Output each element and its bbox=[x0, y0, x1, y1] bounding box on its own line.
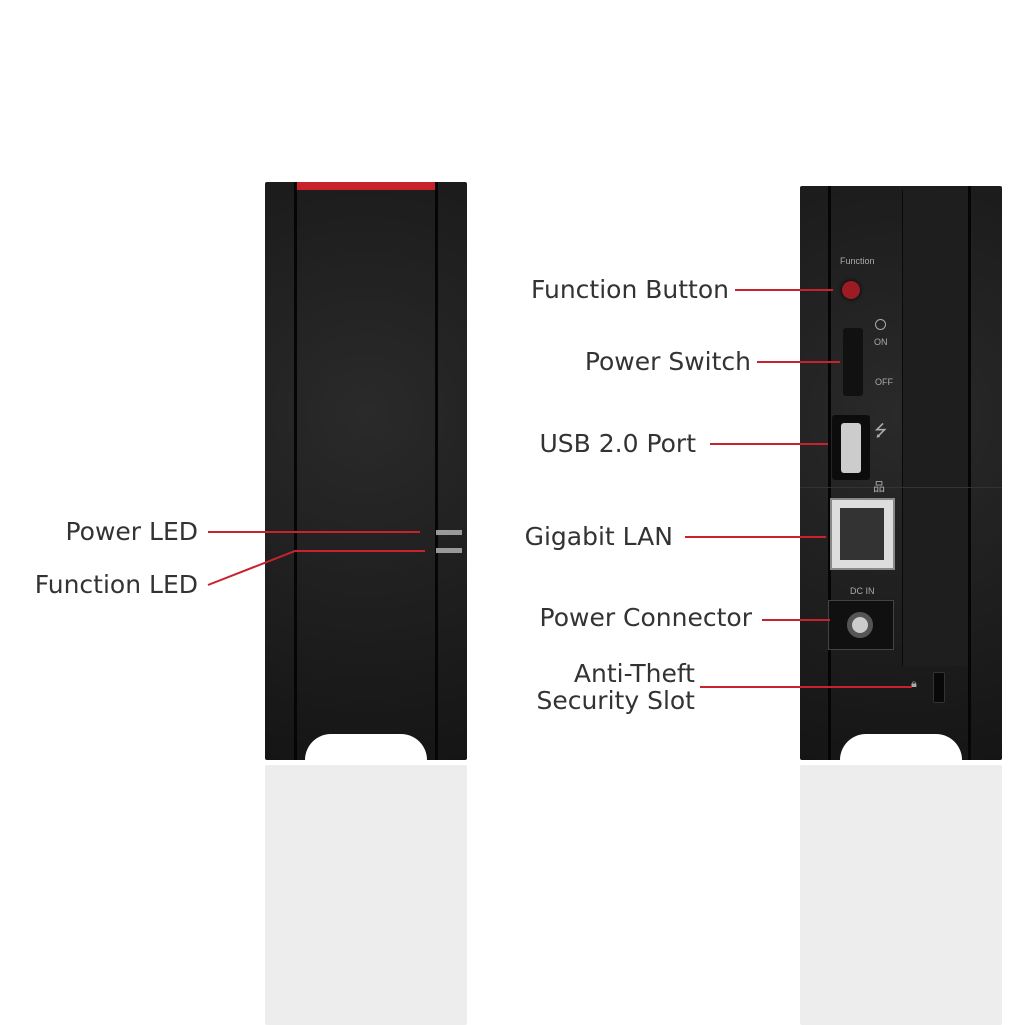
function-led bbox=[436, 548, 462, 553]
label-function-led: Function LED bbox=[34, 570, 198, 599]
front-groove bbox=[294, 182, 297, 760]
power-switch[interactable] bbox=[843, 328, 863, 396]
label-security-slot: Security Slot bbox=[536, 686, 695, 715]
rear-recess bbox=[902, 190, 968, 666]
function-button[interactable] bbox=[842, 281, 860, 299]
front-device bbox=[265, 182, 467, 760]
lock-icon: 🔒︎ bbox=[911, 678, 917, 690]
usb-icon: ⭍ bbox=[874, 423, 888, 440]
label-function-button: Function Button bbox=[530, 275, 729, 304]
rear-foot-cutout bbox=[840, 734, 962, 760]
label-anti-theft: Anti-Theft bbox=[573, 659, 695, 688]
seam bbox=[800, 487, 1002, 488]
front-foot-cutout bbox=[305, 734, 427, 760]
lan-icon: 品 bbox=[873, 480, 886, 494]
function-print: Function bbox=[840, 256, 875, 266]
dc-in-print: DC IN bbox=[850, 586, 875, 596]
front-device-reflection bbox=[265, 765, 467, 1025]
power-led bbox=[436, 530, 462, 535]
label-gigabit-lan: Gigabit LAN bbox=[524, 522, 673, 551]
off-print: OFF bbox=[875, 377, 893, 387]
front-red-strip bbox=[297, 182, 435, 190]
on-print: ON bbox=[874, 337, 888, 347]
power-icon bbox=[875, 319, 886, 330]
usb-port[interactable] bbox=[832, 415, 870, 480]
label-usb-port: USB 2.0 Port bbox=[539, 429, 696, 458]
lan-port[interactable] bbox=[830, 498, 895, 570]
label-power-led: Power LED bbox=[65, 517, 198, 546]
security-slot[interactable] bbox=[933, 672, 945, 703]
power-connector[interactable] bbox=[828, 600, 894, 650]
label-power-switch: Power Switch bbox=[584, 347, 751, 376]
rear-groove bbox=[968, 186, 971, 760]
label-power-connector: Power Connector bbox=[539, 603, 752, 632]
rear-groove bbox=[828, 186, 831, 760]
rear-device-reflection bbox=[800, 765, 1002, 1025]
front-groove bbox=[435, 182, 438, 760]
rear-device: Function ON OFF ⭍ 品 DC IN 🔒︎ bbox=[800, 186, 1002, 760]
function-led-line bbox=[207, 550, 425, 586]
